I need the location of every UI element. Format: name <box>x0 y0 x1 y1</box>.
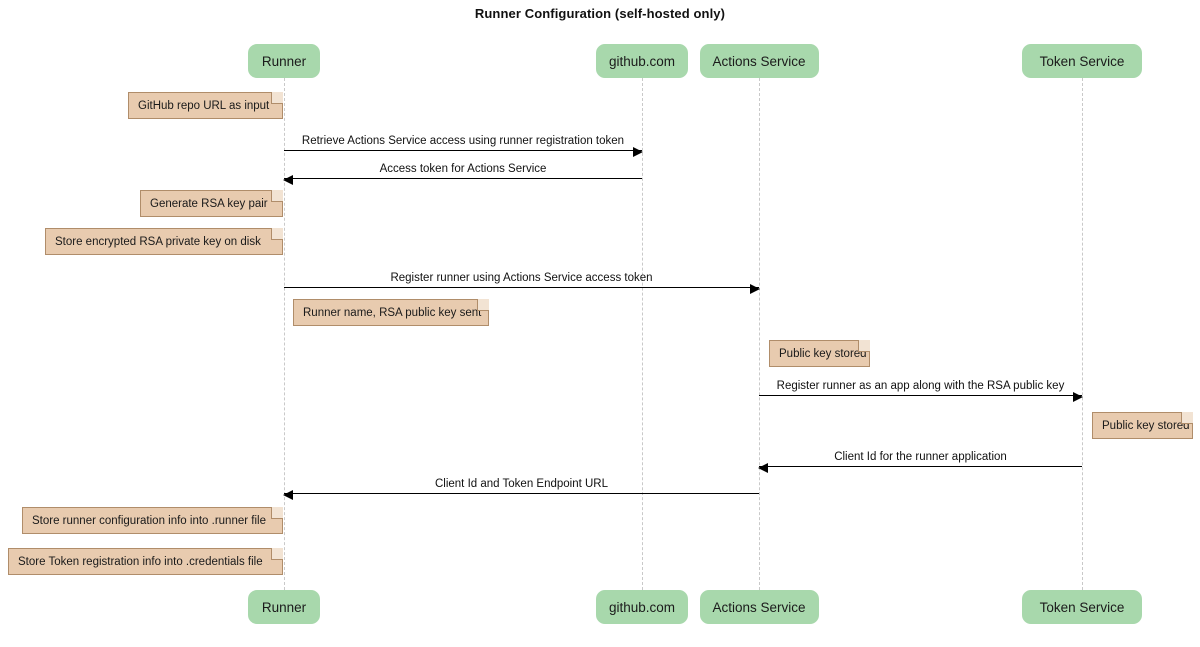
arrowhead-icon <box>750 283 760 294</box>
note-fold-corner-icon <box>271 507 283 519</box>
note-public-key-stored-2: Public key stored <box>1092 412 1193 439</box>
note-store-token-reg: Store Token registration info into .cred… <box>8 548 283 575</box>
note-text: Generate RSA key pair <box>150 197 268 210</box>
participant-label: Token Service <box>1039 599 1125 615</box>
note-store-encrypted-key: Store encrypted RSA private key on disk <box>45 228 283 255</box>
note-public-key-stored-1: Public key stored <box>769 340 870 367</box>
note-fold-corner-icon <box>1181 412 1193 424</box>
lifeline-github <box>642 78 643 590</box>
arrowhead-icon <box>283 174 293 185</box>
note-text: Public key stored <box>779 347 867 360</box>
message-line <box>284 178 642 179</box>
participant-actions-top[interactable]: Actions Service <box>699 44 819 78</box>
note-text: Public key stored <box>1102 419 1190 432</box>
note-runner-name-pubkey: Runner name, RSA public key sent <box>293 299 489 326</box>
arrowhead-icon <box>633 146 643 157</box>
note-fold-corner-icon <box>271 190 283 202</box>
message-label: Register runner using Actions Service ac… <box>390 272 653 284</box>
message-label: Client Id for the runner application <box>834 451 1007 463</box>
note-store-runner-config: Store runner configuration info into .ru… <box>22 507 283 534</box>
arrowhead-icon <box>1073 391 1083 402</box>
note-text: Runner name, RSA public key sent <box>303 306 482 319</box>
message-line <box>759 466 1082 467</box>
participant-github-top[interactable]: github.com <box>596 44 688 78</box>
participant-runner-top[interactable]: Runner <box>248 44 320 78</box>
message-line <box>284 493 759 494</box>
participant-actions-bottom[interactable]: Actions Service <box>699 590 819 624</box>
msg-access-token: Access token for Actions Service <box>283 159 642 185</box>
note-fold-corner-icon <box>858 340 870 352</box>
participant-label: Runner <box>261 53 307 69</box>
participant-github-bottom[interactable]: github.com <box>596 590 688 624</box>
note-text: GitHub repo URL as input <box>138 99 270 112</box>
note-fold-corner-icon <box>271 548 283 560</box>
message-label: Retrieve Actions Service access using ru… <box>301 135 625 147</box>
message-label: Client Id and Token Endpoint URL <box>434 478 609 490</box>
message-label: Register runner as an app along with the… <box>776 380 1065 392</box>
note-text: Store runner configuration info into .ru… <box>32 514 266 527</box>
message-line <box>759 395 1082 396</box>
note-fold-corner-icon <box>477 299 489 311</box>
diagram-title: Runner Configuration (self-hosted only) <box>474 6 726 21</box>
msg-client-id-token-url: Client Id and Token Endpoint URL <box>283 474 759 500</box>
message-label: Access token for Actions Service <box>379 163 547 175</box>
participant-label: Runner <box>261 599 307 615</box>
note-generate-rsa: Generate RSA key pair <box>140 190 283 217</box>
msg-retrieve-actions-access: Retrieve Actions Service access using ru… <box>284 131 643 157</box>
participant-label: Actions Service <box>712 599 806 615</box>
message-line <box>284 287 759 288</box>
participant-runner-bottom[interactable]: Runner <box>248 590 320 624</box>
note-fold-corner-icon <box>271 92 283 104</box>
note-fold-corner-icon <box>271 228 283 240</box>
note-github-repo-url: GitHub repo URL as input <box>128 92 283 119</box>
note-text: Store encrypted RSA private key on disk <box>55 235 261 248</box>
participant-label: Actions Service <box>712 53 806 69</box>
lifeline-token <box>1082 78 1083 590</box>
arrowhead-icon <box>283 489 293 500</box>
participant-token-bottom[interactable]: Token Service <box>1022 590 1142 624</box>
message-line <box>284 150 642 151</box>
msg-client-id: Client Id for the runner application <box>758 447 1082 473</box>
msg-register-runner: Register runner using Actions Service ac… <box>284 268 760 294</box>
note-text: Store Token registration info into .cred… <box>18 555 263 568</box>
lifeline-runner <box>284 78 285 590</box>
arrowhead-icon <box>758 462 768 473</box>
participant-label: github.com <box>608 53 676 69</box>
participant-label: github.com <box>608 599 676 615</box>
msg-register-runner-app: Register runner as an app along with the… <box>759 376 1083 402</box>
participant-token-top[interactable]: Token Service <box>1022 44 1142 78</box>
lifeline-actions <box>759 78 760 590</box>
participant-label: Token Service <box>1039 53 1125 69</box>
